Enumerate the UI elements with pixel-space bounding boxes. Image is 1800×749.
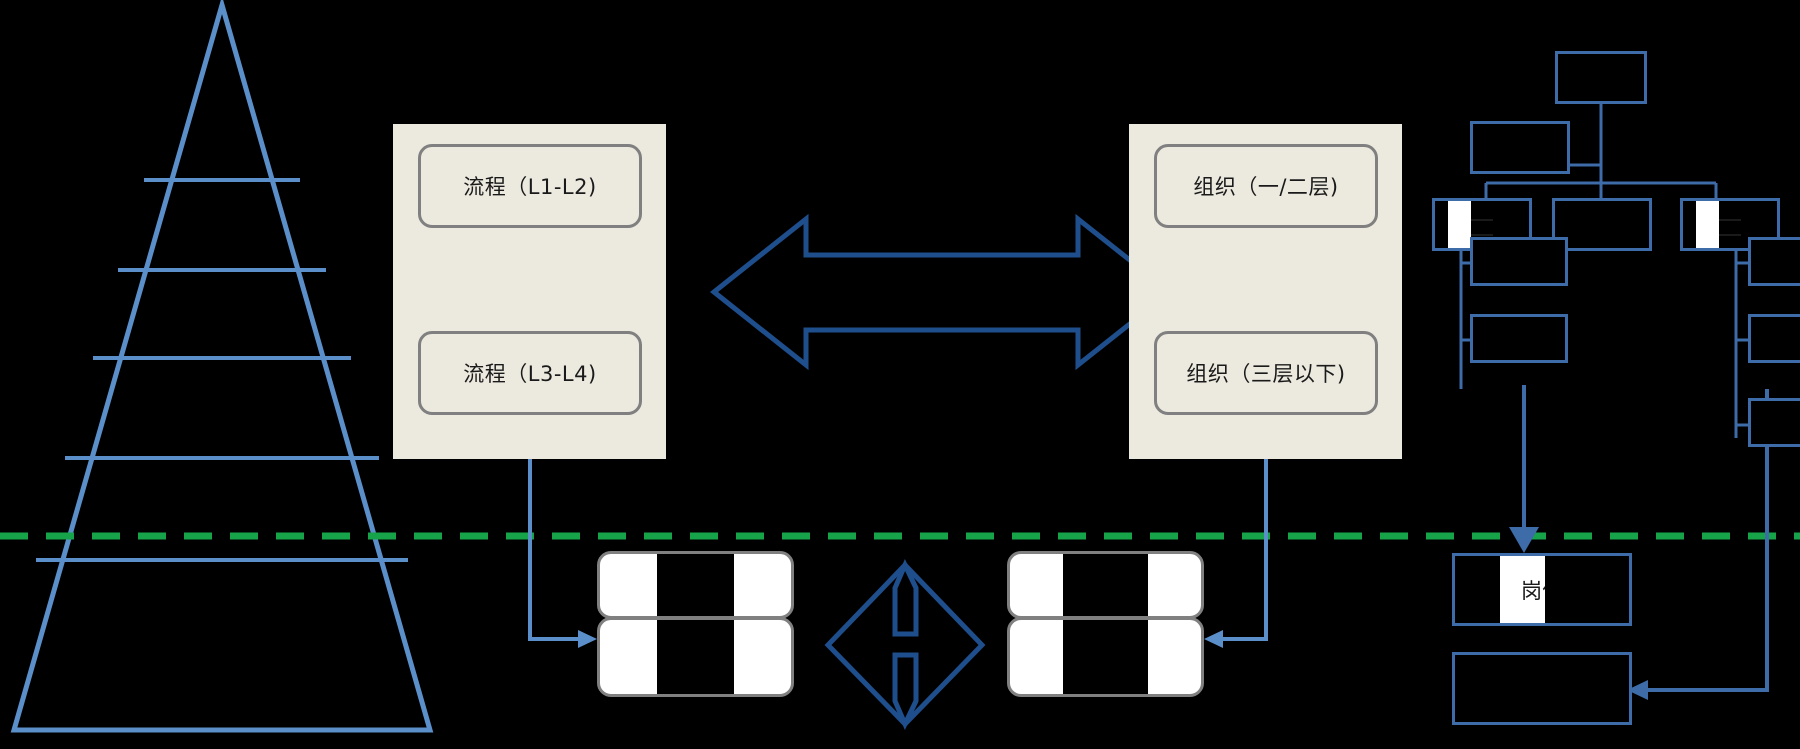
- org-box-level-1-2-label: 组织（一/二层): [1193, 175, 1339, 199]
- org-chart-node-c3[interactable]: [1748, 398, 1800, 447]
- org-chart-node-position[interactable]: 岗位: [1452, 553, 1632, 626]
- org-chart-node-c1[interactable]: [1748, 237, 1800, 286]
- redaction-overlay: [657, 554, 734, 616]
- redaction-overlay: [1063, 554, 1148, 616]
- org-box-level-3-down-label: 组织（三层以下): [1186, 362, 1346, 386]
- org-chart-node-staff[interactable]: [1470, 121, 1570, 174]
- masked-bidirectional-arrow: [824, 558, 986, 731]
- masked-box-right-top[interactable]: [1007, 551, 1204, 619]
- capability-pyramid: [10, 0, 434, 733]
- org-chart-node-bottom[interactable]: [1452, 652, 1632, 725]
- process-box-l1-l2-label: 流程（L1-L2): [463, 175, 597, 199]
- process-box-l3-l4-label: 流程（L3-L4): [463, 362, 597, 386]
- org-chart-node-root[interactable]: [1555, 51, 1647, 104]
- masked-box-right-bottom[interactable]: [1007, 617, 1204, 697]
- org-box-level-1-2[interactable]: 组织（一/二层): [1154, 144, 1378, 228]
- masked-box-left-bottom[interactable]: [597, 617, 794, 697]
- org-chart-node-a2[interactable]: [1470, 314, 1568, 363]
- org-box-level-3-down[interactable]: 组织（三层以下): [1154, 331, 1378, 415]
- process-to-masked-connector: [528, 415, 597, 648]
- redaction-overlay: [1063, 620, 1148, 694]
- org-chart-node-b[interactable]: [1552, 198, 1652, 251]
- process-org-bidirectional-arrow: [709, 213, 1175, 371]
- masked-box-left-top[interactable]: [597, 551, 794, 619]
- org-chart-node-a1[interactable]: [1470, 237, 1568, 286]
- org-chart-node-c2[interactable]: [1748, 314, 1800, 363]
- process-box-l3-l4[interactable]: 流程（L3-L4): [418, 331, 642, 415]
- org-to-masked-connector: [1204, 415, 1268, 648]
- process-box-l1-l2[interactable]: 流程（L1-L2): [418, 144, 642, 228]
- redaction-overlay: [657, 620, 734, 694]
